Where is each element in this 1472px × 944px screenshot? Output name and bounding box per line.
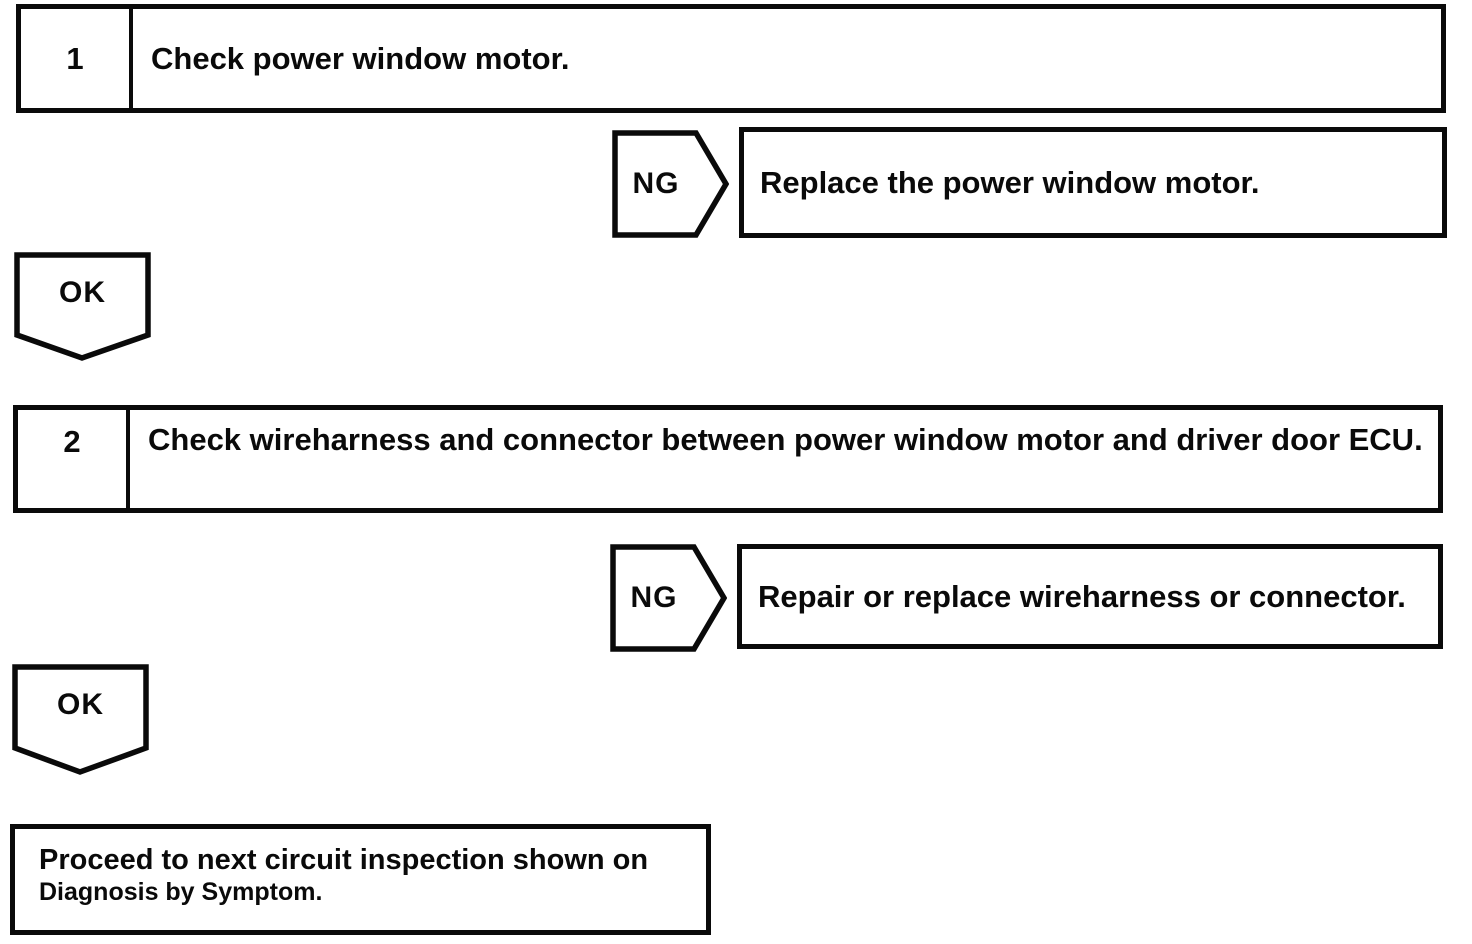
step-1-number: 1 (21, 9, 133, 108)
ng-label-1: NG (632, 167, 680, 200)
ng-arrow-icon (612, 130, 729, 238)
step-1-instruction: Check power window motor. (133, 9, 1441, 108)
ok-arrow-icon (14, 252, 151, 361)
terminal-box: Proceed to next circuit inspection shown… (10, 824, 711, 935)
step-2-instruction-text: Check wireharness and connector between … (148, 422, 1423, 457)
ng-label-2: NG (630, 581, 678, 614)
step-1-box: 1 Check power window motor. (16, 4, 1446, 113)
step-2-number: 2 (18, 410, 130, 508)
ng-action-text-2: Repair or replace wireharness or connect… (758, 578, 1406, 614)
ok-connector-1: OK (14, 252, 151, 361)
ok-arrow-icon (12, 664, 149, 775)
ng-arrow-icon (610, 544, 727, 652)
ng-action-box-2: Repair or replace wireharness or connect… (737, 544, 1443, 649)
step-2-instruction: Check wireharness and connector between … (130, 410, 1438, 508)
ok-label-2: OK (57, 688, 104, 721)
step-1-instruction-text: Check power window motor. (151, 40, 570, 76)
ng-connector-1: NG (612, 130, 729, 238)
ng-action-box-1: Replace the power window motor. (739, 127, 1447, 238)
terminal-line-1: Proceed to next circuit inspection shown… (39, 844, 649, 876)
ng-connector-2: NG (610, 544, 727, 652)
terminal-line-2: Diagnosis by Symptom. (39, 878, 323, 906)
ng-action-text-1: Replace the power window motor. (760, 164, 1260, 200)
step-2-box: 2 Check wireharness and connector betwee… (13, 405, 1443, 513)
ok-label-1: OK (59, 276, 106, 309)
ok-connector-2: OK (12, 664, 149, 775)
